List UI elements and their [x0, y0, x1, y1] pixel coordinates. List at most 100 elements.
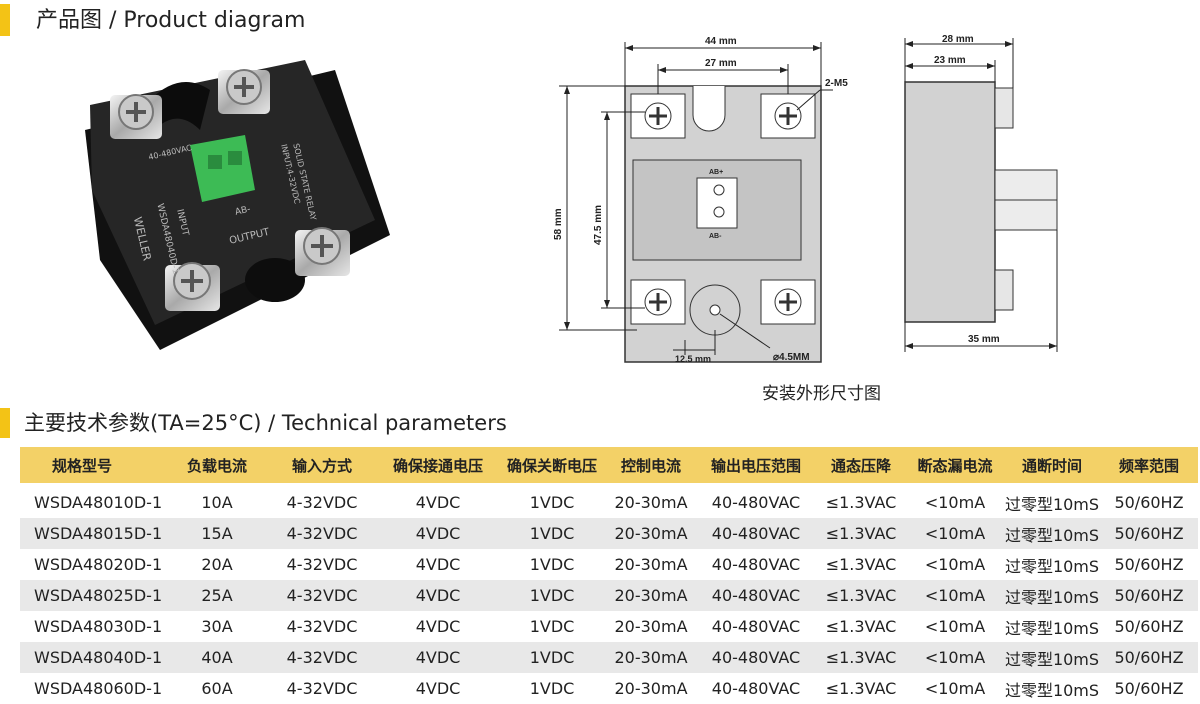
- table-cell: 4VDC: [415, 617, 461, 636]
- table-cell: ≤1.3VAC: [825, 679, 897, 698]
- table-cell: 过零型10mS: [1004, 556, 1100, 576]
- table-cell: 40-480VAC: [711, 555, 801, 574]
- hole-diameter: ⌀4.5MM: [773, 352, 810, 363]
- terminal-screw-2: [218, 69, 270, 114]
- table-cell: 25A: [201, 586, 233, 605]
- column-header: 输入方式: [291, 456, 352, 475]
- column-header: 频率范围: [1118, 456, 1179, 475]
- table-cell: 1VDC: [529, 555, 575, 574]
- column-header: 输出电压范围: [710, 456, 801, 475]
- table-cell: 4-32VDC: [286, 679, 358, 698]
- table-cell: <10mA: [924, 586, 986, 605]
- table-cell: 50/60HZ: [1114, 586, 1184, 605]
- dim-28mm: 28 mm: [942, 34, 974, 45]
- parameters-table: 规格型号 负载电流 输入方式 确保接通电压 确保关断电压 控制电流 输出电压范围…: [20, 447, 1198, 704]
- table-cell: 4-32VDC: [286, 555, 358, 574]
- table-cell: 1VDC: [529, 648, 575, 667]
- photo-ab-minus: AB-: [234, 205, 251, 218]
- table-cell: 4-32VDC: [286, 586, 358, 605]
- table-cell: 1VDC: [529, 586, 575, 605]
- terminal-ab-plus: AB+: [709, 169, 723, 176]
- column-header: 规格型号: [52, 456, 113, 475]
- drawing-screw-bottom-right: [760, 279, 816, 325]
- table-cell: 过零型10mS: [1004, 680, 1100, 700]
- terminal-screw-3: [295, 227, 350, 276]
- table-cell: <10mA: [924, 524, 986, 543]
- drawing-screw-top-left: [630, 93, 686, 139]
- table-cell: 15A: [201, 524, 233, 543]
- heading-accent-bar: [0, 408, 10, 438]
- table-cell: 1VDC: [529, 493, 575, 512]
- product-diagram-heading: 产品图 / Product diagram: [36, 8, 306, 33]
- table-cell: 50/60HZ: [1114, 493, 1184, 512]
- mounting-notch-bottom: [245, 258, 305, 302]
- table-cell: 50/60HZ: [1114, 524, 1184, 543]
- table-cell: 4VDC: [415, 679, 461, 698]
- table-cell: 20-30mA: [614, 555, 688, 574]
- table-cell: ≤1.3VAC: [825, 617, 897, 636]
- table-cell: ≤1.3VAC: [825, 493, 897, 512]
- table-cell: 4VDC: [415, 648, 461, 667]
- table-cell: 40-480VAC: [711, 648, 801, 667]
- table-cell: 20-30mA: [614, 679, 688, 698]
- table-cell: WSDA48030D-1: [34, 617, 163, 636]
- side-screw-bottom: [994, 269, 1014, 311]
- table-cell: 1VDC: [529, 617, 575, 636]
- table-cell: <10mA: [924, 679, 986, 698]
- table-cell: 4-32VDC: [286, 493, 358, 512]
- table-header: 规格型号 负载电流 输入方式 确保接通电压 确保关断电压 控制电流 输出电压范围…: [20, 447, 1198, 483]
- column-header: 断态漏电流: [917, 456, 993, 475]
- table-cell: 4VDC: [415, 524, 461, 543]
- terminal-screw-1: [110, 94, 162, 139]
- table-cell: <10mA: [924, 555, 986, 574]
- drawing-caption: 安装外形尺寸图: [762, 384, 881, 404]
- table-cell: 40-480VAC: [711, 679, 801, 698]
- table-cell: 30A: [201, 617, 233, 636]
- mounting-notch-top: [150, 82, 210, 130]
- table-cell: 4VDC: [415, 555, 461, 574]
- table-cell: ≤1.3VAC: [825, 555, 897, 574]
- column-header: 控制电流: [620, 456, 681, 475]
- table-cell: 4-32VDC: [286, 648, 358, 667]
- dim-47-5mm: 47.5 mm: [593, 205, 604, 245]
- table-cell: 40-480VAC: [711, 586, 801, 605]
- table-cell: 40-480VAC: [711, 493, 801, 512]
- table-cell: 50/60HZ: [1114, 555, 1184, 574]
- table-cell: WSDA48015D-1: [34, 524, 163, 543]
- table-cell: 20-30mA: [614, 493, 688, 512]
- front-view-drawing: 44 mm 27 mm 58 mm 47.5 mm 12.5 mm ⌀4.5MM…: [553, 36, 848, 364]
- dim-44mm: 44 mm: [705, 36, 737, 47]
- table-cell: 过零型10mS: [1004, 494, 1100, 514]
- table-cell: 4-32VDC: [286, 617, 358, 636]
- dim-27mm: 27 mm: [705, 58, 737, 69]
- table-cell: 过零型10mS: [1004, 525, 1100, 545]
- dim-58mm: 58 mm: [553, 208, 564, 240]
- table-cell: 过零型10mS: [1004, 587, 1100, 607]
- table-cell: 4-32VDC: [286, 524, 358, 543]
- terminal-screw-4: [165, 262, 220, 311]
- table-cell: 20-30mA: [614, 617, 688, 636]
- dim-35mm: 35 mm: [968, 334, 1000, 345]
- table-cell: 40A: [201, 648, 233, 667]
- table-cell: 50/60HZ: [1114, 617, 1184, 636]
- column-header: 确保关断电压: [506, 456, 597, 475]
- table-cell: 10A: [201, 493, 233, 512]
- drawing-screw-bottom-left: [630, 279, 686, 325]
- table-cell: 过零型10mS: [1004, 618, 1100, 638]
- dim-12-5mm: 12.5 mm: [675, 354, 711, 364]
- green-input-terminal: [190, 135, 255, 202]
- column-header: 负载电流: [186, 456, 247, 475]
- table-cell: 20-30mA: [614, 524, 688, 543]
- table-cell: 20A: [201, 555, 233, 574]
- table-cell: 50/60HZ: [1114, 679, 1184, 698]
- table-cell: 20-30mA: [614, 648, 688, 667]
- table-cell: ≤1.3VAC: [825, 648, 897, 667]
- side-view-drawing: 28 mm 23 mm 35 mm: [904, 34, 1058, 352]
- terminal-ab-minus: AB-: [709, 233, 722, 240]
- technical-parameters-heading: 主要技术参数(TA=25°C) / Technical parameters: [24, 411, 507, 435]
